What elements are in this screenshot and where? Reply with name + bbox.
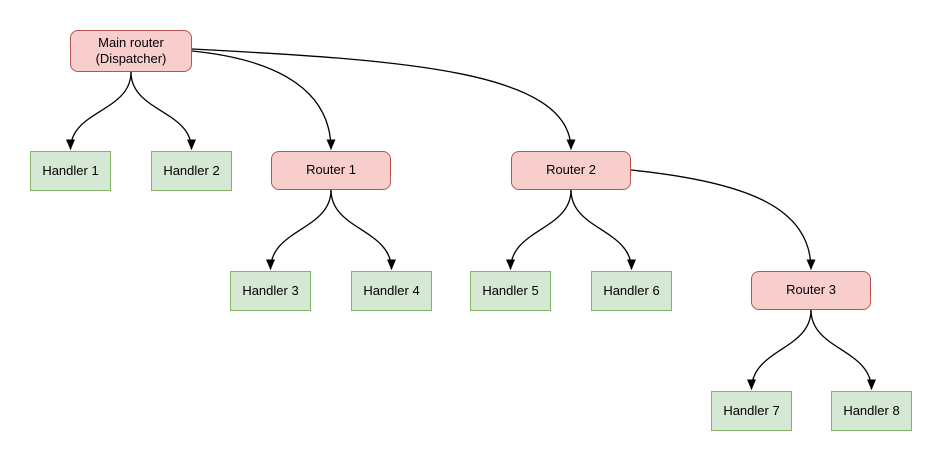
edge-router1-to-handler3	[266, 189, 332, 270]
edge-router2-to-handler5	[506, 189, 572, 270]
edge-router2-to-handler6	[570, 189, 636, 270]
node-handler-4: Handler 4	[351, 271, 432, 311]
node-handler-1: Handler 1	[30, 151, 111, 191]
edge-router3-to-handler7	[747, 309, 812, 390]
node-handler-5: Handler 5	[470, 271, 551, 311]
edge-router2-to-router3	[630, 169, 816, 270]
node-handler-6: Handler 6	[591, 271, 672, 311]
node-router-3: Router 3	[751, 271, 871, 310]
edge-router3-to-handler8	[810, 309, 876, 390]
edge-main-to-handler2	[130, 71, 196, 150]
node-router-1: Router 1	[271, 151, 391, 190]
edge-main-to-router2	[191, 48, 576, 150]
edge-router1-to-handler4	[330, 189, 396, 270]
edge-main-to-handler1	[66, 71, 132, 150]
edge-main-to-router1	[191, 50, 336, 150]
node-handler-7: Handler 7	[711, 391, 792, 431]
node-main-router: Main router (Dispatcher)	[70, 30, 192, 72]
node-router-2: Router 2	[511, 151, 631, 190]
node-handler-2: Handler 2	[151, 151, 232, 191]
node-handler-8: Handler 8	[831, 391, 912, 431]
node-handler-3: Handler 3	[230, 271, 311, 311]
